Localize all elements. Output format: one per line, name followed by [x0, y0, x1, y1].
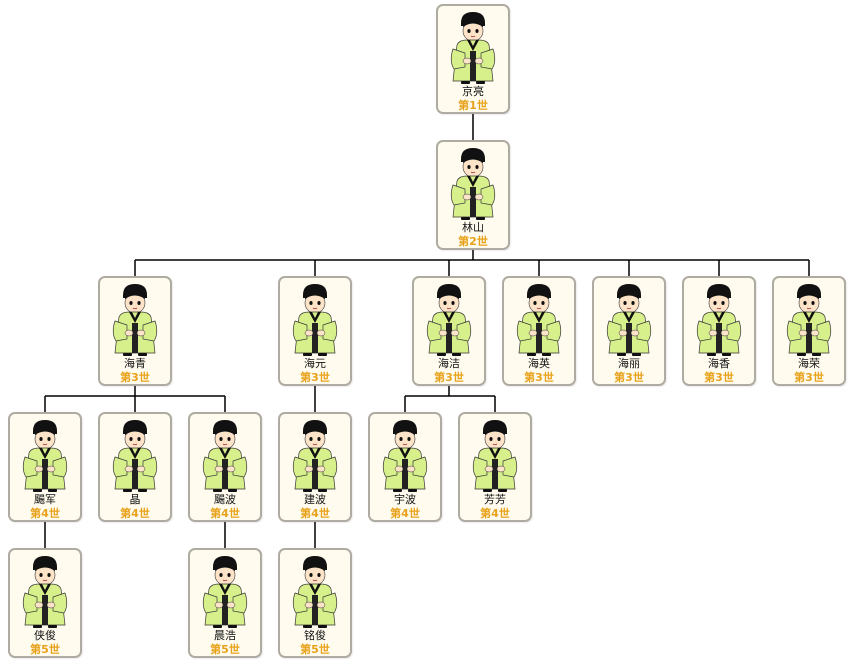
member-generation: 第2世 — [458, 235, 488, 248]
member-generation: 第3世 — [614, 371, 644, 384]
scholar-figure-icon — [511, 281, 567, 357]
scholar-figure-icon — [107, 281, 163, 357]
member-generation: 第5世 — [30, 643, 60, 656]
member-name: 海洁 — [438, 357, 460, 370]
member-name: 晨浩 — [214, 629, 236, 642]
member-name: 海元 — [304, 357, 326, 370]
member-name: 海荣 — [798, 357, 820, 370]
scholar-figure-icon — [691, 281, 747, 357]
member-generation: 第1世 — [458, 99, 488, 112]
member-generation: 第4世 — [210, 507, 240, 520]
scholar-figure-icon — [287, 417, 343, 493]
member-generation: 第3世 — [704, 371, 734, 384]
member-card-haiying[interactable]: 海英第3世 — [502, 276, 576, 386]
member-generation: 第4世 — [300, 507, 330, 520]
scholar-figure-icon — [197, 417, 253, 493]
member-generation: 第5世 — [300, 643, 330, 656]
member-generation: 第4世 — [480, 507, 510, 520]
member-name: 宇波 — [394, 493, 416, 506]
scholar-figure-icon — [17, 553, 73, 629]
member-name: 芳芳 — [484, 493, 506, 506]
member-card-yibo[interactable]: 颺波第4世 — [188, 412, 262, 522]
member-card-haiyuan[interactable]: 海元第3世 — [278, 276, 352, 386]
scholar-figure-icon — [445, 9, 501, 85]
member-card-haixiang[interactable]: 海香第3世 — [682, 276, 756, 386]
member-generation: 第4世 — [390, 507, 420, 520]
scholar-figure-icon — [445, 145, 501, 221]
member-generation: 第3世 — [794, 371, 824, 384]
member-card-haijie[interactable]: 海洁第3世 — [412, 276, 486, 386]
member-generation: 第3世 — [434, 371, 464, 384]
scholar-figure-icon — [287, 281, 343, 357]
member-generation: 第5世 — [210, 643, 240, 656]
member-name: 海英 — [528, 357, 550, 370]
member-name: 林山 — [462, 221, 484, 234]
scholar-figure-icon — [421, 281, 477, 357]
member-card-xiajun[interactable]: 侠俊第5世 — [8, 548, 82, 658]
member-name: 京亮 — [462, 85, 484, 98]
member-card-fangfang[interactable]: 芳芳第4世 — [458, 412, 532, 522]
member-card-jing[interactable]: 晶第4世 — [98, 412, 172, 522]
member-card-linshan[interactable]: 林山第2世 — [436, 140, 510, 250]
member-generation: 第3世 — [524, 371, 554, 384]
scholar-figure-icon — [197, 553, 253, 629]
member-card-yubo[interactable]: 宇波第4世 — [368, 412, 442, 522]
member-card-jingliang[interactable]: 京亮第1世 — [436, 4, 510, 114]
member-generation: 第4世 — [30, 507, 60, 520]
member-card-jianbo[interactable]: 建波第4世 — [278, 412, 352, 522]
member-card-hairong[interactable]: 海荣第3世 — [772, 276, 846, 386]
member-generation: 第3世 — [120, 371, 150, 384]
member-card-yijun[interactable]: 颺军第4世 — [8, 412, 82, 522]
scholar-figure-icon — [467, 417, 523, 493]
scholar-figure-icon — [287, 553, 343, 629]
scholar-figure-icon — [601, 281, 657, 357]
scholar-figure-icon — [377, 417, 433, 493]
member-name: 侠俊 — [34, 629, 56, 642]
member-name: 海香 — [708, 357, 730, 370]
member-name: 建波 — [304, 493, 326, 506]
member-name: 晶 — [129, 493, 141, 506]
scholar-figure-icon — [17, 417, 73, 493]
member-name: 铭俊 — [304, 629, 326, 642]
member-name: 海青 — [124, 357, 146, 370]
member-generation: 第4世 — [120, 507, 150, 520]
member-card-chenhao[interactable]: 晨浩第5世 — [188, 548, 262, 658]
member-name: 海丽 — [618, 357, 640, 370]
member-name: 颺军 — [34, 493, 56, 506]
member-name: 颺波 — [214, 493, 236, 506]
scholar-figure-icon — [107, 417, 163, 493]
scholar-figure-icon — [781, 281, 837, 357]
member-card-haiqing[interactable]: 海青第3世 — [98, 276, 172, 386]
member-card-haili[interactable]: 海丽第3世 — [592, 276, 666, 386]
member-card-mingjun[interactable]: 铭俊第5世 — [278, 548, 352, 658]
member-generation: 第3世 — [300, 371, 330, 384]
